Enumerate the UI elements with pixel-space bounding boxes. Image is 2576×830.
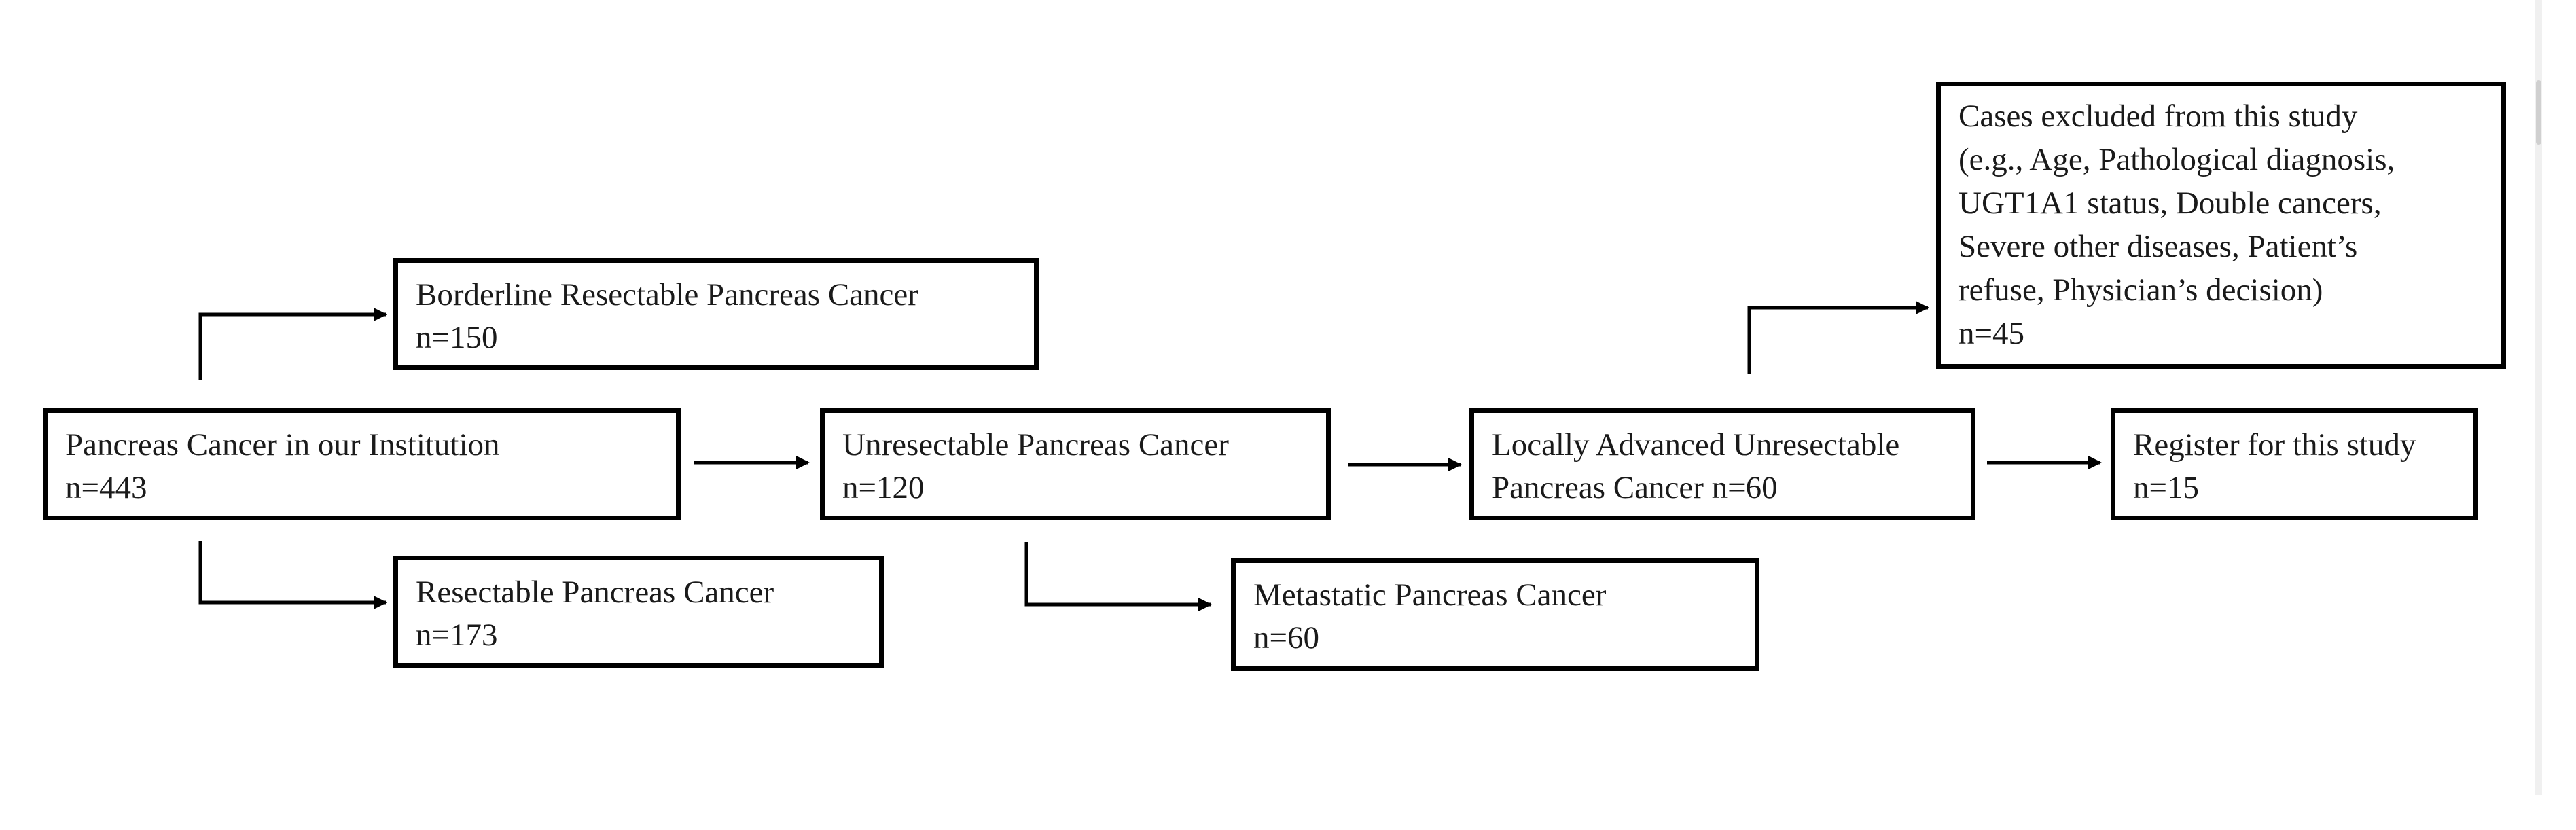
- edge-institution-to-resectable: [198, 541, 387, 609]
- node-unresectable-label: Unresectable Pancreas Cancer: [842, 427, 1229, 463]
- node-excluded-label: Cases excluded from this study: [1958, 98, 2358, 134]
- node-resectable-label: Resectable Pancreas Cancer: [416, 575, 774, 610]
- node-unresectable-count: n=120: [842, 470, 925, 505]
- edge-locally-to-excluded: [1747, 301, 1929, 374]
- scrollbar-thumb[interactable]: [2536, 80, 2541, 145]
- node-metastatic-count: n=60: [1253, 620, 1320, 655]
- node-borderline-label: Borderline Resectable Pancreas Cancer: [416, 277, 918, 312]
- node-metastatic-label: Metastatic Pancreas Cancer: [1253, 577, 1607, 613]
- node-excluded-reasons-line-3: Severe other diseases, Patient’s: [1958, 229, 2358, 264]
- node-excluded-reasons-line-4: refuse, Physician’s decision): [1958, 272, 2323, 308]
- edge-unresectable-to-metastatic: [1024, 542, 1212, 611]
- node-excluded-count: n=45: [1958, 316, 2025, 351]
- node-register-count: n=15: [2133, 470, 2200, 505]
- node-resectable-count: n=173: [416, 617, 498, 653]
- node-locally-advanced-label-continued: Pancreas Cancer n=60: [1492, 470, 1778, 505]
- node-resectable: Resectable Pancreas Cancer n=173: [393, 556, 884, 668]
- node-institution-count: n=443: [65, 470, 147, 505]
- node-locally-advanced: Locally Advanced Unresectable Pancreas C…: [1469, 408, 1975, 520]
- node-excluded: Cases excluded from this study (e.g., Ag…: [1936, 82, 2506, 369]
- node-borderline: Borderline Resectable Pancreas Cancer n=…: [393, 258, 1039, 370]
- edge-institution-to-borderline: [198, 308, 387, 380]
- node-institution: Pancreas Cancer in our Institution n=443: [43, 408, 681, 520]
- node-institution-label: Pancreas Cancer in our Institution: [65, 427, 500, 463]
- node-register: Register for this study n=15: [2111, 408, 2478, 520]
- node-excluded-reasons-line-1: (e.g., Age, Pathological diagnosis,: [1958, 142, 2395, 177]
- scrollbar-track[interactable]: [2535, 0, 2542, 795]
- node-register-label: Register for this study: [2133, 427, 2416, 463]
- node-locally-advanced-label: Locally Advanced Unresectable: [1492, 427, 1900, 463]
- node-metastatic: Metastatic Pancreas Cancer n=60: [1231, 558, 1759, 671]
- node-borderline-count: n=150: [416, 320, 498, 355]
- node-unresectable: Unresectable Pancreas Cancer n=120: [820, 408, 1331, 520]
- node-excluded-reasons-line-2: UGT1A1 status, Double cancers,: [1958, 185, 2382, 221]
